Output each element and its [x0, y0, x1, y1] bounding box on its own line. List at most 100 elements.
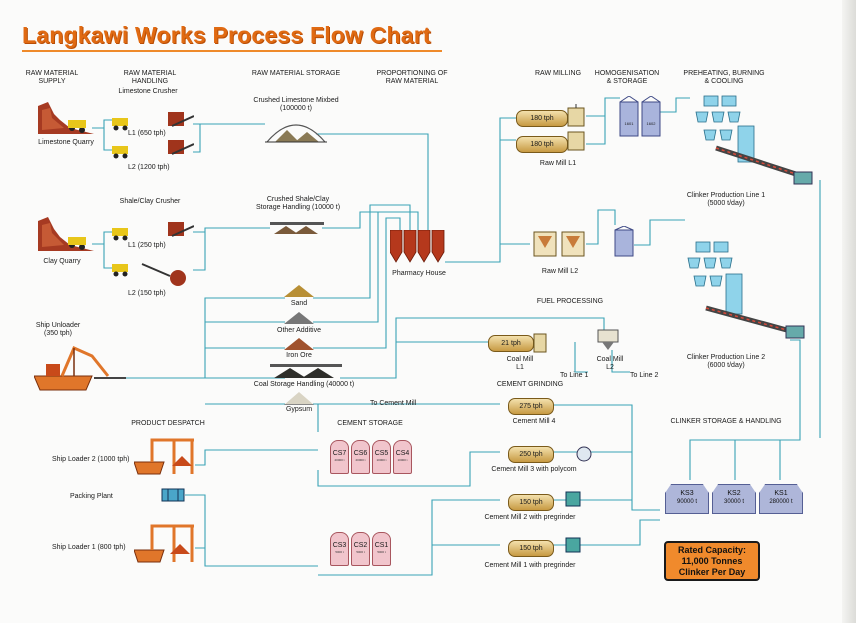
line-pharmacy-to-raw-mills [445, 117, 530, 263]
limestone-l2-label: L2 (1200 tph) [128, 164, 170, 171]
shale-storage-capacity: Storage Handling (10000 t) [255, 204, 341, 211]
ship-unloader-label: Ship Unloader(350 tph) [36, 322, 80, 338]
coal-mill-l1: 21 tph [488, 335, 534, 352]
silo-capacity: 5000 t [356, 550, 365, 554]
store-name: KS3 [680, 490, 694, 497]
mixbed-dome-icon [265, 124, 327, 143]
clinker-line-1-label: Clinker Production Line 1(5000 t/day) [687, 192, 765, 208]
header-line: & COOLING [704, 78, 744, 85]
silo-name: CS2 [353, 542, 368, 549]
line-clinker-to-storage [689, 339, 801, 480]
line-unloader-to-stockpiles [125, 297, 285, 405]
header-line: RAW MATERIAL [123, 70, 177, 77]
homo-silo-1-label: 1601 [624, 121, 634, 126]
clay-quarry-label: Clay Quarry [43, 258, 81, 265]
cement-mill-2-label: Cement Mill 2 with pregrinder [484, 514, 576, 521]
cement-mill-4-label: Cement Mill 4 [512, 418, 556, 425]
header-line: HANDLING [131, 78, 169, 85]
raw-mill-l1-label: Raw Mill L1 [539, 160, 577, 167]
store-capacity: 280000 t [769, 499, 793, 505]
mixbed-capacity: (100000 t) [280, 105, 312, 112]
packing-plant-label: Packing Plant [70, 493, 113, 500]
raw-mill-l1-b: 180 tph [516, 136, 568, 153]
silo-name: CS6 [353, 450, 368, 457]
cement-mill-3-polycom-icon [576, 446, 592, 462]
clay-l1-label: L1 (250 tph) [128, 242, 166, 249]
header-line: RAW MATERIAL [25, 70, 79, 77]
header-line: & STORAGE [606, 78, 648, 85]
cement-mill-2-pregrinder-icon [565, 491, 581, 507]
raw-mill-l1-separator-icon [567, 104, 585, 151]
page-title: Langkawi Works Process Flow Chart [22, 22, 431, 48]
line-storage-to-cement-mills-upper [552, 404, 660, 511]
line-lower-silos-to-despatch [185, 494, 318, 567]
raw-mill-l2-label: Raw Mill L2 [541, 268, 579, 275]
cement-mill-1: 150 tph [508, 540, 554, 557]
ship-unloader-icon [34, 346, 126, 391]
homogenisation-silos-icon [619, 96, 661, 137]
coal-mill-l1-separator-icon [533, 333, 547, 353]
homo-silo-2-label: 1602 [646, 121, 656, 126]
line-coal-to-coal-mills [340, 317, 605, 379]
coal-storage-icon [270, 364, 342, 378]
cement-mill-1-pregrinder-icon [565, 537, 581, 553]
limestone-quarry-label: Limestone Quarry [38, 139, 94, 146]
raw-mill-l1-a: 180 tph [516, 110, 568, 127]
clay-l2-label: L2 (150 tph) [128, 290, 166, 297]
mixbed-name: Crushed Limestone Mixbed [253, 97, 339, 104]
to-cement-mill-label: To Cement Mill [370, 400, 417, 407]
header-line: HOMOGENISATION [594, 70, 660, 77]
shale-storage-name: Crushed Shale/Clay [266, 196, 330, 203]
sand-label: Sand [290, 300, 308, 307]
cement-mill-3-label: Cement Mill 3 with polycom [491, 466, 577, 473]
header-line: SUPPLY [38, 78, 66, 85]
clay-crusher-l1-icon [112, 222, 194, 241]
header-line: PROPORTIONING OF [376, 70, 448, 77]
limestone-quarry-icon [38, 102, 94, 134]
line-upper-silos-to-shiploader2 [195, 449, 318, 466]
silo-name: CS5 [374, 450, 389, 457]
line-mixbed-to-pharmacy [316, 133, 429, 230]
clay-crusher-l2-icon [112, 263, 186, 286]
header-clinker-storage: CLINKER STORAGE & HANDLING [670, 418, 782, 425]
silo-name: CS4 [395, 450, 410, 457]
line-homo-to-preheater-l1 [660, 97, 690, 113]
shale-storage-icon [270, 222, 324, 234]
ship-loader-1-label: Ship Loader 1 (800 tph) [52, 544, 126, 551]
limestone-crusher-label: Limestone Crusher [118, 88, 178, 95]
coal-storage-label: Coal Storage Handling (40000 t) [253, 381, 355, 388]
line2-name: Clinker Production Line 2 [686, 354, 766, 361]
silo-capacity: 10000 t [397, 458, 408, 462]
clinker-line-2-icon [687, 241, 805, 339]
line-clay-storage-to-pharmacy [322, 211, 419, 230]
ship-unloader-name: Ship Unloader [35, 322, 81, 329]
header-product-despatch: PRODUCT DESPATCH [131, 420, 205, 427]
packing-plant-icon [161, 488, 185, 502]
limestone-l1-label: L1 (650 tph) [128, 130, 166, 137]
line2-capacity: (6000 t/day) [707, 362, 745, 369]
mixbed-label: Crushed Limestone Mixbed(100000 t) [253, 97, 338, 113]
line1-capacity: (5000 t/day) [707, 200, 745, 207]
store-name: KS2 [727, 490, 741, 497]
ship-unloader-rate: (350 tph) [43, 330, 73, 337]
coal-mill-l1-name: Coal Mill [506, 356, 534, 363]
cement-mill-1-label: Cement Mill 1 with pregrinder [484, 562, 576, 569]
header-raw-material-storage: RAW MATERIAL STORAGE [251, 70, 341, 77]
cement-mill-4: 275 tph [508, 398, 554, 415]
line-additives-to-pharmacy [313, 204, 411, 349]
limestone-crusher-l1-icon [112, 112, 194, 131]
coal-mill-l2-name: Coal Mill [596, 356, 624, 363]
raw-mill-l2-silo-icon [614, 226, 634, 257]
line-crushers-to-mixbed [193, 123, 265, 153]
silo-name: CS1 [374, 542, 389, 549]
